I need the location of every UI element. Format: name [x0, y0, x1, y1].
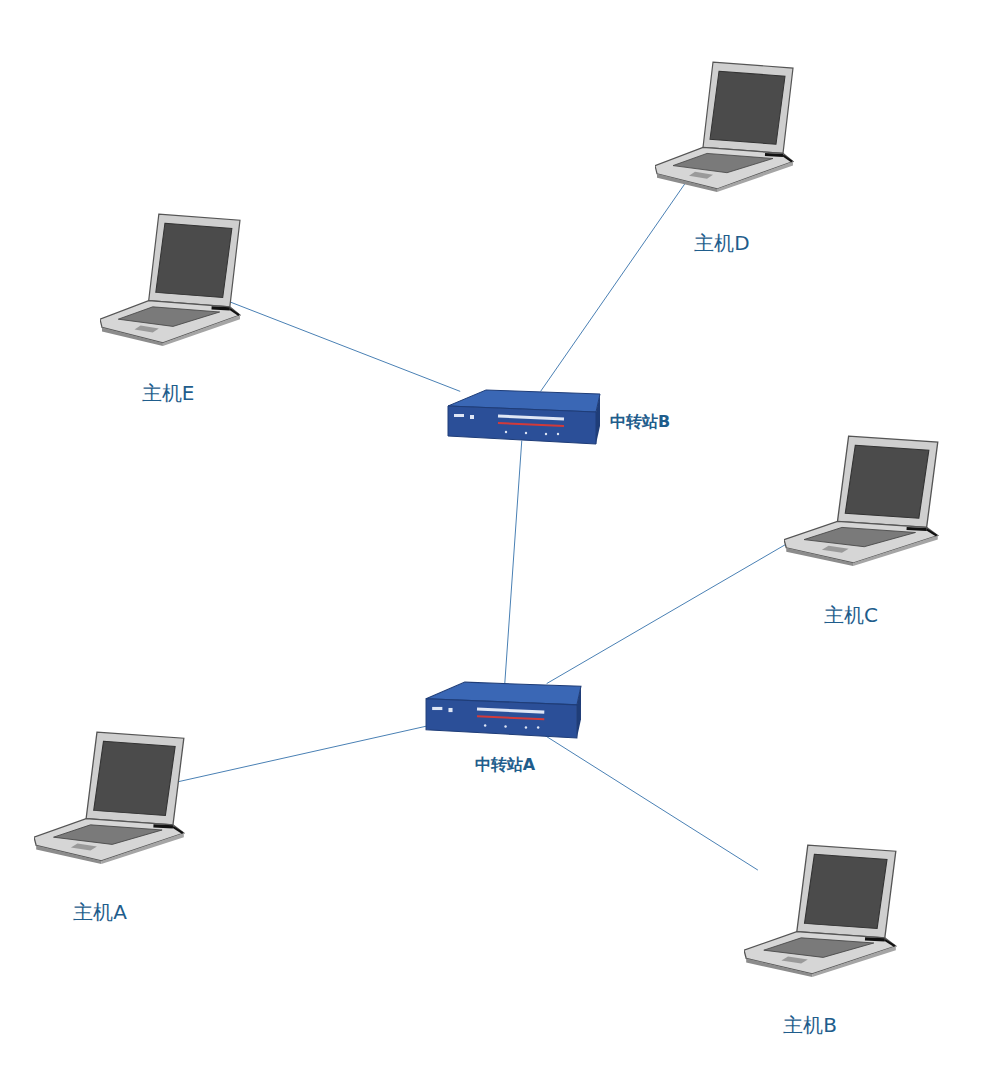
device-label: 中转站B [610, 412, 670, 431]
host-laptop: 主机A [34, 730, 186, 864]
laptop-icon [34, 730, 186, 864]
network-link [172, 724, 438, 784]
relay-station: 中转站B [446, 386, 601, 446]
host-laptop: 主机C [784, 434, 940, 566]
host-laptop: 主机B [744, 843, 898, 977]
device-label: 主机A [73, 900, 127, 924]
laptop-icon [744, 843, 898, 977]
device-label: 中转站A [475, 755, 535, 774]
network-link [229, 302, 460, 392]
laptop-icon [655, 60, 795, 192]
relay-station: 中转站A [424, 678, 582, 740]
host-laptop: 主机D [655, 60, 795, 192]
network-link [543, 734, 758, 870]
relay-icon [424, 678, 582, 740]
network-link [541, 180, 688, 391]
laptop-icon [784, 434, 940, 566]
relay-icon [446, 386, 601, 446]
network-link [505, 441, 522, 684]
device-label: 主机E [142, 381, 195, 405]
device-label: 主机D [694, 231, 749, 255]
network-link [547, 537, 798, 683]
device-label: 主机C [824, 603, 878, 627]
laptop-icon [100, 212, 242, 346]
host-laptop: 主机E [100, 212, 242, 346]
device-label: 主机B [783, 1013, 837, 1037]
